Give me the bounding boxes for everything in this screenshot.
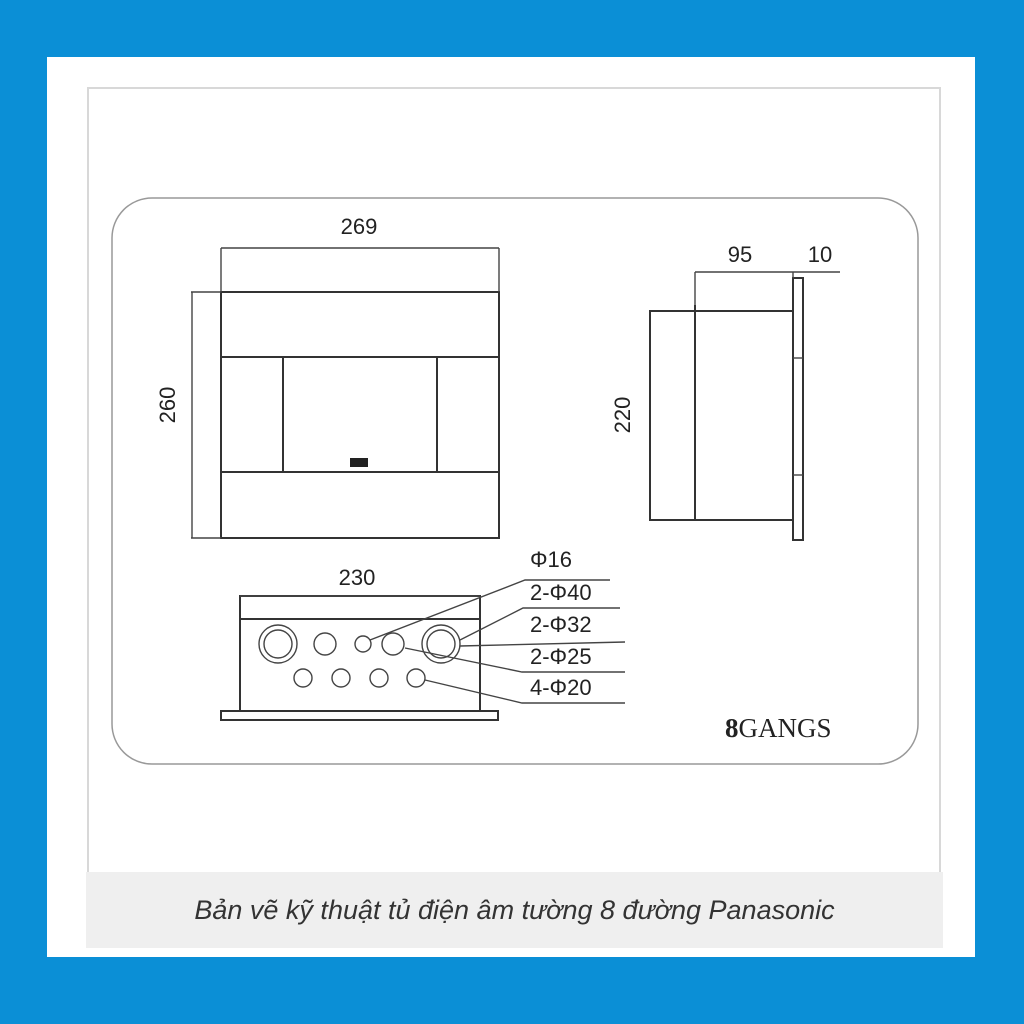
drawing-frame bbox=[87, 87, 941, 872]
bottom-width-label: 230 bbox=[339, 565, 376, 590]
hole-label-phi16: Φ16 bbox=[530, 547, 572, 572]
hole-label-2-phi25: 2-Φ25 bbox=[530, 644, 592, 669]
image-caption: Bản vẽ kỹ thuật tủ điện âm tường 8 đường… bbox=[86, 872, 943, 948]
bottom-view: 230 Φ16 2-Φ40 2-Φ32 2-Φ25 4-Φ20 bbox=[220, 547, 626, 721]
drawing-outline bbox=[111, 197, 919, 765]
hole-label-2-phi32: 2-Φ32 bbox=[530, 612, 592, 637]
side-depth-label: 95 bbox=[728, 242, 752, 267]
side-height-label: 220 bbox=[610, 397, 635, 434]
image-panel bbox=[47, 57, 975, 957]
hole-label-2-phi40: 2-Φ40 bbox=[530, 580, 592, 605]
model-label: 8GANGS bbox=[725, 713, 832, 743]
model-number: 8 bbox=[725, 713, 739, 743]
side-plate-label: 10 bbox=[808, 242, 832, 267]
front-view: 269 260 bbox=[155, 214, 500, 539]
hole-label-4-phi20: 4-Φ20 bbox=[530, 675, 592, 700]
model-text: GANGS bbox=[739, 713, 832, 743]
side-view: 95 10 220 bbox=[610, 242, 840, 541]
front-height-label: 260 bbox=[155, 387, 180, 424]
front-width-label: 269 bbox=[341, 214, 378, 239]
latch-icon bbox=[350, 458, 368, 467]
